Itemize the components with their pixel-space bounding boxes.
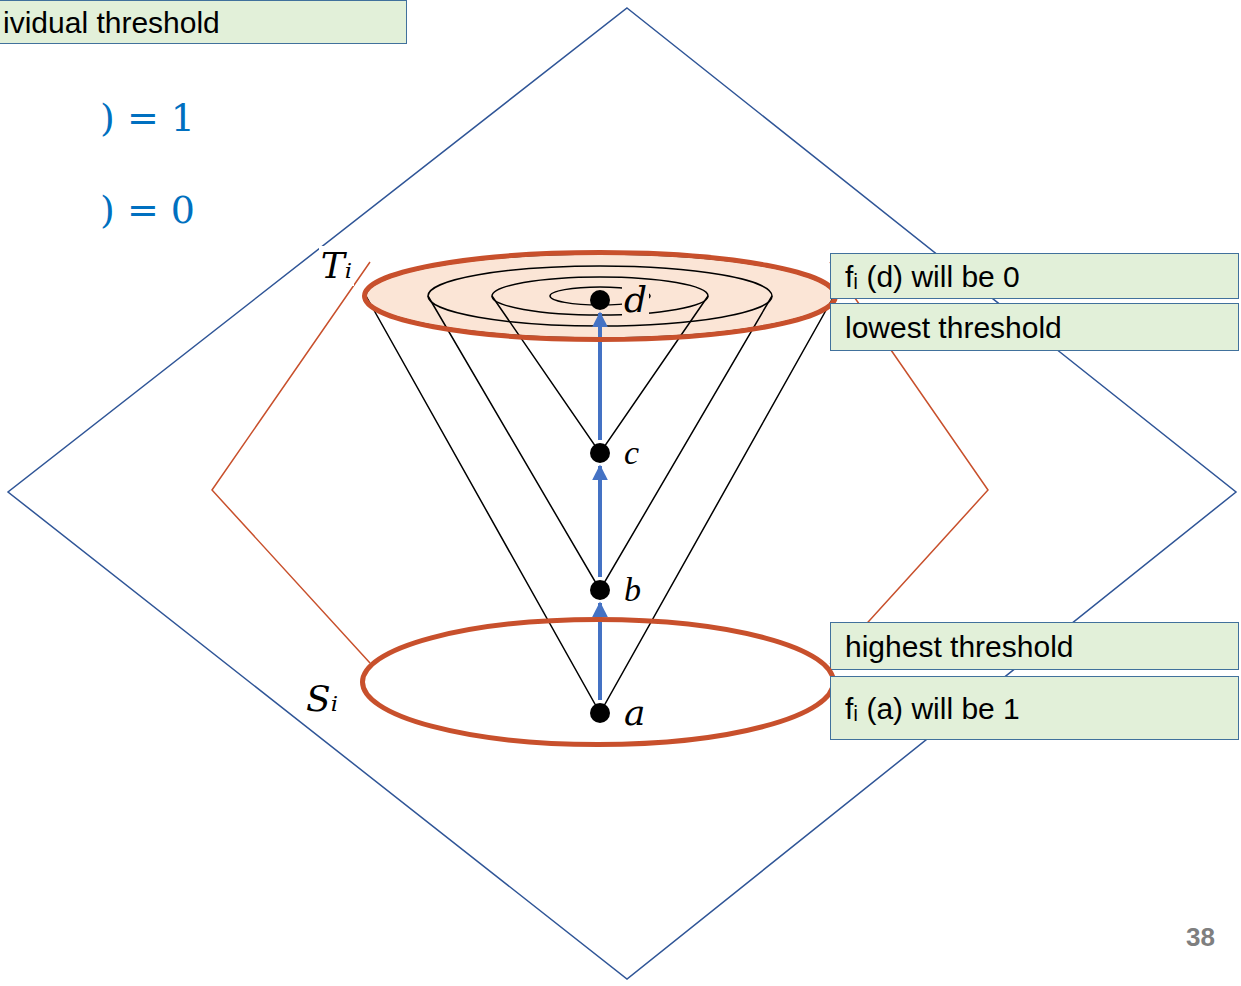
cone-line: [366, 296, 834, 713]
point: d: [590, 290, 610, 310]
arrow-connector: [598, 466, 602, 577]
inner-diamond-left: [212, 262, 370, 663]
threshold-callout: highest threshold: [830, 622, 1239, 670]
point: a: [590, 703, 610, 723]
callout-text: highest threshold: [845, 630, 1074, 663]
threshold-callout: ividual threshold: [0, 0, 407, 44]
ellipse-outline: [363, 620, 834, 745]
point: c: [590, 443, 610, 463]
threshold-callout: lowest threshold: [830, 303, 1239, 351]
ellipse-outline: [365, 253, 836, 340]
arrow-connector: [598, 313, 602, 440]
set-label: Sᵢ: [304, 679, 340, 719]
formula-fragment: ) = 0: [100, 188, 195, 232]
target-ellipse: Tᵢd: [362, 250, 838, 342]
set-label: Tᵢ: [319, 246, 354, 286]
point: b: [590, 580, 610, 600]
callout-text: lowest threshold: [845, 311, 1062, 344]
point-label: a: [622, 693, 647, 733]
point-label: d: [622, 280, 649, 320]
callout-text: fᵢ (d) will be 0: [845, 260, 1020, 293]
callout-text: fᵢ (a) will be 1: [845, 692, 1020, 725]
value-callout: fᵢ (a) will be 1: [830, 676, 1239, 740]
cone-line: [492, 296, 708, 453]
source-ellipse: Sᵢa: [360, 617, 836, 747]
ellipse-outline: [360, 617, 836, 747]
outer-diamond: [8, 8, 1236, 979]
value-callout: fᵢ (d) will be 0: [830, 253, 1239, 299]
callout-text: ividual threshold: [3, 6, 220, 39]
formula-fragment: ) = 1: [100, 96, 195, 140]
point-label: b: [622, 573, 643, 607]
point-label: c: [622, 436, 641, 470]
level-ring: [492, 277, 708, 315]
page-number: 38: [1186, 922, 1215, 953]
